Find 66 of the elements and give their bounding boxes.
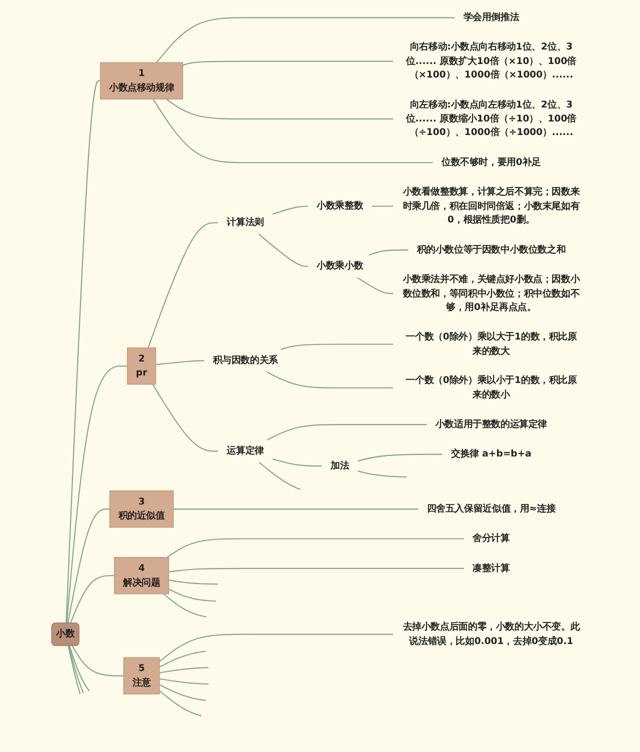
- topic-text: 一个数（0除外）乘以大于1的数，积比原来的数大: [405, 332, 576, 356]
- connector: [357, 470, 406, 478]
- connector: [66, 508, 110, 624]
- connector: [152, 98, 432, 164]
- connector: [266, 372, 393, 388]
- connector: [166, 538, 464, 558]
- connector: [168, 568, 464, 572]
- connector: [182, 60, 393, 66]
- topic-text: 舍分计算: [472, 533, 510, 544]
- connector: [166, 98, 393, 120]
- connector: [368, 249, 408, 256]
- topic-box: 2 pr: [126, 347, 156, 385]
- topic-text: 凑整计算: [472, 562, 510, 574]
- connector: [66, 366, 127, 624]
- connector: [158, 678, 208, 685]
- root-topic-box: 小数: [50, 622, 79, 646]
- connector: [68, 646, 84, 694]
- connector: [168, 588, 216, 602]
- topic-text: 学会用倒推法: [462, 12, 519, 23]
- topic-box: 5 注意: [122, 657, 160, 694]
- connector: [258, 234, 308, 267]
- connector: [356, 277, 393, 294]
- topic-text: 向右移动:小数点向右移动1位、2位、3位...... 原数扩大10倍（×10）、100倍（×100）、1000倍（×1000）......: [405, 42, 576, 80]
- topic-box: 1 小数点移动规律: [100, 62, 183, 100]
- topic-text: 一个数（0除外）乘以小于1的数，积比原来的数小: [405, 375, 576, 400]
- connector: [158, 684, 206, 701]
- connector: [71, 646, 124, 676]
- topic-box: 3 积的近似值: [108, 490, 174, 528]
- topic-text: 小数乘小数: [316, 260, 363, 272]
- connector: [258, 462, 300, 490]
- connector: [371, 206, 393, 207]
- connector: [272, 458, 322, 467]
- topic-text: 小数乘法并不难，关键点好小数点；因数小数位数和，等同积中小数位；积中位数如不够，用0补足再点点。: [402, 274, 580, 313]
- topic-text: 向左移动:小数点向左移动1位、2位、3位...... 原数缩小10倍（÷10）、100倍（÷100）、1000倍（÷1000）......: [405, 99, 576, 138]
- connector: [155, 360, 204, 366]
- topic-text: 位数不够时，要用0补足: [440, 157, 540, 168]
- connector: [158, 667, 208, 674]
- connector: [68, 646, 90, 692]
- topic-text: 积的小数位等于因数中小数位数之和: [416, 244, 566, 256]
- connector: [67, 646, 80, 694]
- connector: [280, 344, 393, 350]
- topic-text: 小数适用于整数的运算定律: [434, 419, 547, 430]
- topic-text: 运算定律: [226, 446, 264, 456]
- connector: [266, 424, 426, 440]
- connector: [69, 575, 114, 624]
- connector: [172, 508, 418, 510]
- connector: [158, 634, 393, 662]
- topic-text: 交换律 a+b=b+a: [450, 448, 531, 460]
- connector: [168, 580, 218, 585]
- connector: [65, 80, 100, 624]
- topic-text: 积与因数的关系: [212, 355, 278, 366]
- connector: [147, 222, 218, 348]
- connector: [156, 17, 454, 63]
- topic-text: 计算法则: [226, 217, 264, 228]
- topic-text: 加法: [330, 460, 349, 472]
- connector: [162, 593, 206, 618]
- topic-text: 小数乘整数: [316, 200, 363, 212]
- connector: [158, 690, 202, 716]
- topic-text: 小数看做整数算，计算之后不算完；因数来时乘几倍，积在回时同倍返；小数末尾如有0，根据性质把0删。: [402, 186, 580, 226]
- topic-box: 4 解决问题: [114, 557, 169, 594]
- connector: [152, 384, 218, 452]
- topic-text: 去掉小数点后面的零，小数的大小不变。此说法错误，比如0.001，去掉0变成0.1: [402, 622, 580, 646]
- connector: [357, 454, 442, 462]
- connector: [158, 650, 206, 668]
- connector: [272, 206, 308, 215]
- topic-text: 四舍五入保留近似值，用≈连接: [426, 504, 556, 514]
